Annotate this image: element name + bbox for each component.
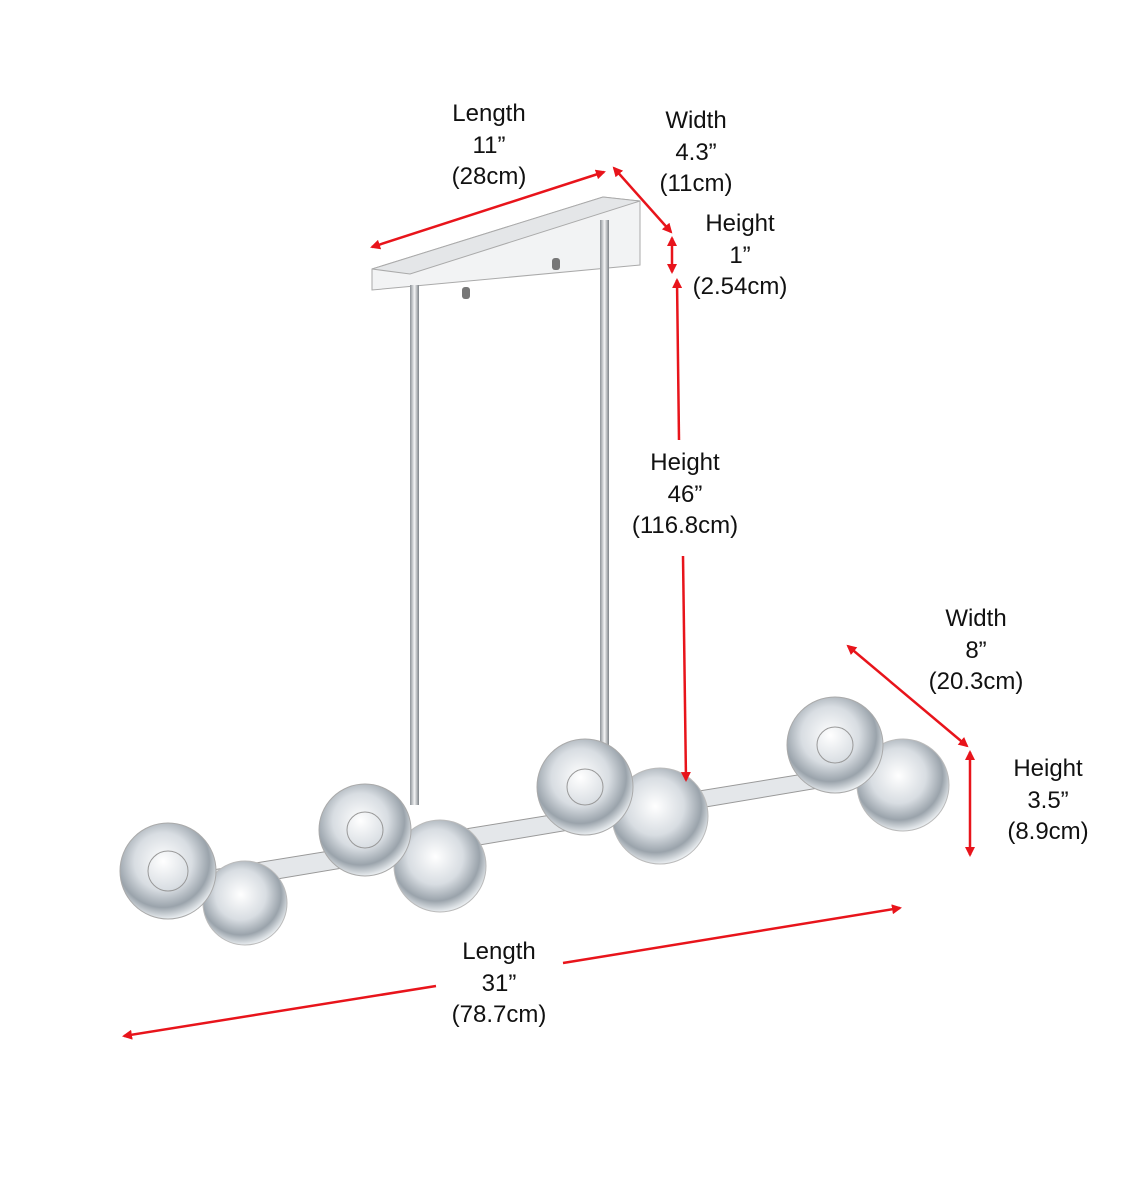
dimension-imperial: 4.3” [675,138,717,166]
fixture-length-arrow-right [562,904,902,965]
canopy-width-label: Width 4.3” (11cm) [660,105,733,200]
canopy-width-arrow [612,166,673,234]
suspension-rod [600,220,609,755]
fixture-height-label: Height 3.5” (8.9cm) [1007,753,1088,848]
dimension-title: Height [650,449,720,476]
canopy-height-label: Height 1” (2.54cm) [693,208,788,303]
dimension-imperial: 8” [965,636,987,664]
fixture-length-label: Length 31” (78.7cm) [452,936,547,1031]
dimension-imperial: 3.5” [1027,786,1069,814]
dimension-title: Width [945,605,1007,632]
dimension-metric: (20.3cm) [928,668,1024,695]
dimension-title: Width [665,107,727,134]
canopy [371,196,641,299]
fixture-width-arrow [846,644,969,748]
crystal-shades [119,696,950,946]
canopy-length-label: Length 11” (28cm) [452,98,527,193]
dimension-title: Length [452,100,526,127]
fixture-length-arrow-left [122,984,437,1040]
dimension-metric: (11cm) [659,170,733,197]
dimension-imperial: 46” [667,480,703,508]
dimension-imperial: 1” [729,241,751,269]
drop-height-arrow-bottom [680,555,691,782]
drop-height-label: Height 46” (116.8cm) [632,447,738,542]
dimension-title: Length [462,938,536,965]
dimension-imperial: 31” [481,969,517,997]
dimension-metric: (8.9cm) [1007,818,1089,845]
dimension-metric: (2.54cm) [692,273,788,300]
suspension-rod [410,285,419,805]
dimension-metric: (78.7cm) [451,1001,547,1028]
dimension-metric: (28cm) [451,163,527,190]
dimension-metric: (116.8cm) [631,512,739,539]
canopy-length-arrow [370,169,606,250]
dimension-title: Height [705,210,775,237]
fixture-width-label: Width 8” (20.3cm) [929,603,1024,698]
dimension-imperial: 11” [472,131,506,159]
drop-height-arrow-top [672,278,683,441]
dimension-title: Height [1013,755,1083,782]
